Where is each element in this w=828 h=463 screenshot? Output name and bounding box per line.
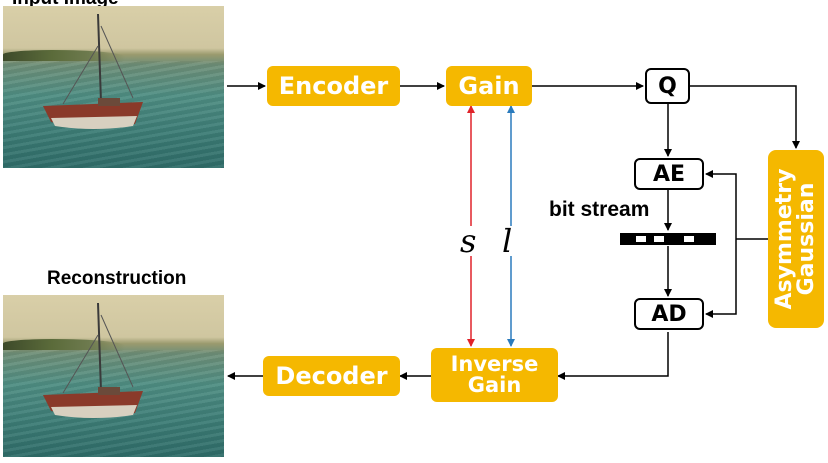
bitstream-bar-icon [620, 233, 716, 245]
quantizer-label: Q [658, 73, 677, 99]
reconstruction-image [3, 295, 224, 457]
bit-stream-label: bit stream [549, 198, 650, 221]
arrow-ad-to-inverse-gain [557, 332, 669, 380]
sailboat-icon [43, 302, 143, 418]
decoder-block: Decoder [263, 356, 400, 396]
ad-label: AD [651, 301, 687, 327]
arrow-gaussian-to-ad [705, 239, 737, 318]
encoder-block: Encoder [267, 66, 400, 106]
inverse-gain-label-line2: Gain [467, 373, 522, 397]
gaussian-label-line2: Gaussian [794, 182, 819, 296]
gain-label: Gain [458, 72, 520, 100]
arithmetic-encoder-block: AE [634, 158, 704, 190]
input-image [3, 6, 224, 168]
ae-label: AE [652, 161, 686, 187]
scale-symbol: s [460, 222, 477, 260]
asymmetry-gaussian-block: Asymmetry Gaussian [768, 150, 824, 328]
input-image-heading: Input Image [12, 0, 119, 10]
sailboat-icon [43, 13, 143, 129]
gaussian-label-line1: Asymmetry [772, 168, 797, 310]
arithmetic-decoder-block: AD [634, 298, 704, 330]
level-symbol: l [502, 222, 513, 260]
gain-block: Gain [446, 66, 532, 106]
arrow-q-to-gaussian [690, 85, 800, 149]
quantizer-block: Q [645, 68, 690, 104]
arrow-gaussian-to-ae [705, 170, 737, 239]
encoder-label: Encoder [278, 72, 389, 100]
decoder-label: Decoder [275, 362, 388, 390]
reconstruction-heading: Reconstruction [47, 268, 187, 289]
inverse-gain-label-line1: Inverse [450, 352, 539, 376]
inverse-gain-block: Inverse Gain [431, 348, 558, 402]
